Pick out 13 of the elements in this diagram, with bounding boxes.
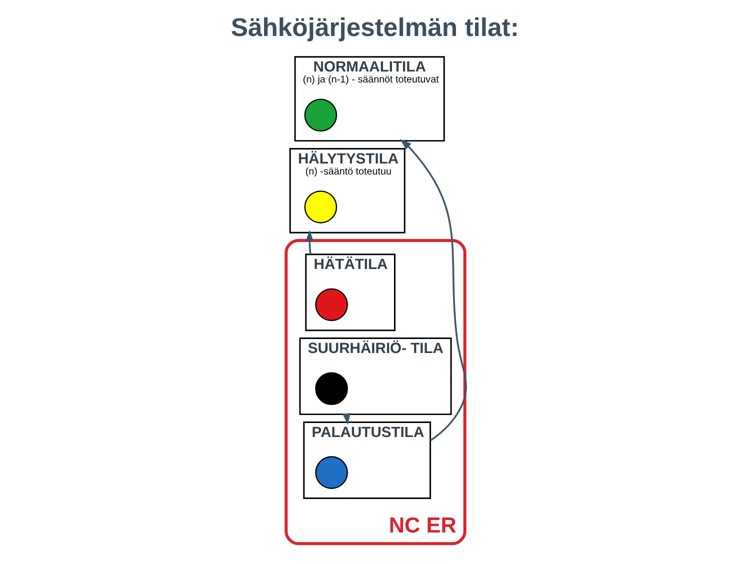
arrow	[306, 230, 314, 254]
cluster: PALAUTUSTILA	[303, 421, 432, 499]
node-circle	[315, 456, 348, 489]
cluster: HÄLYTYSTILA (n) -sääntö toteutuu	[289, 148, 406, 234]
diagram-title: Sähköjärjestelmän tilat:	[230, 14, 519, 42]
cluster: SUURHÄIRIÖ- TILA	[299, 338, 452, 416]
node-circle	[304, 190, 338, 224]
node-circle	[315, 288, 348, 322]
cluster: NORMAALITILA (n) ja (n-1) - säännöt toteutuvat	[294, 56, 445, 142]
arrow	[400, 139, 467, 442]
node-circle	[315, 372, 348, 406]
node-circle	[304, 98, 338, 132]
cluster: HÄTÄTILA	[305, 254, 396, 332]
